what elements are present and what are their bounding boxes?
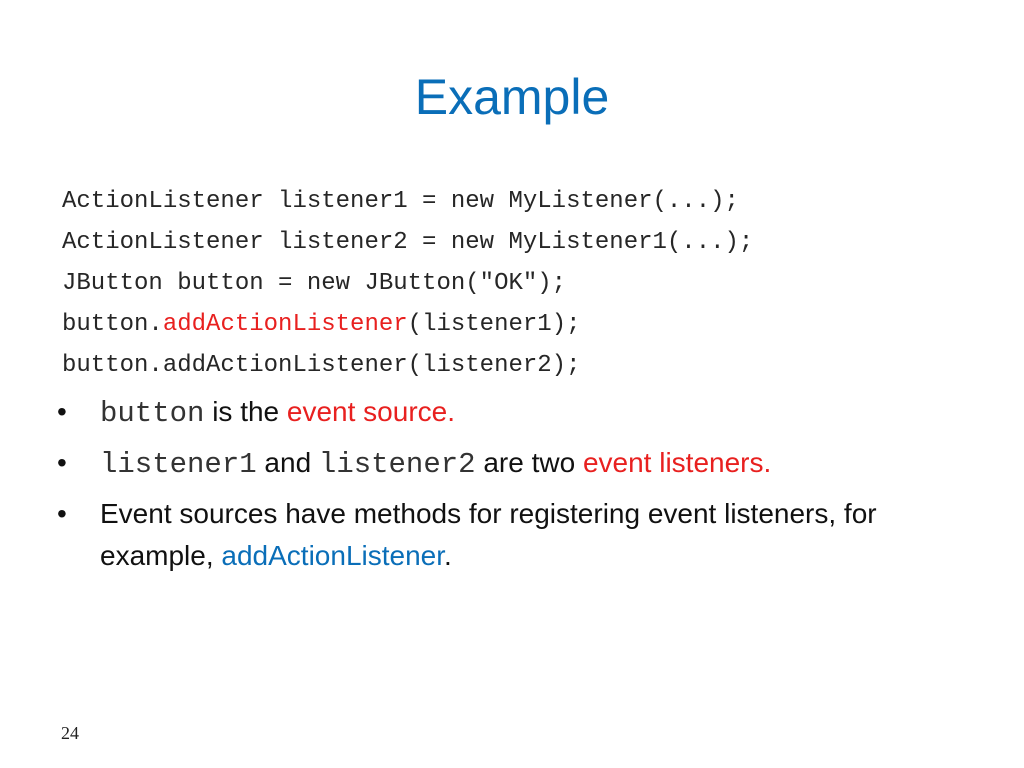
code-highlight: addActionListener <box>162 311 408 338</box>
code-line: JButton button = new JButton("OK"); <box>62 270 567 297</box>
bullet-item: • Event sources have methods for registe… <box>57 493 987 577</box>
code-block: ActionListener listener1 = new MyListene… <box>62 181 753 386</box>
bullet-text: is the <box>204 396 287 427</box>
code-term: listener2 <box>318 448 476 481</box>
code-line: button.addActionListener(listener2); <box>62 352 581 379</box>
highlight-text: addActionListener <box>221 540 445 571</box>
page-number: 24 <box>61 723 79 743</box>
code-term: listener1 <box>100 448 257 481</box>
bullet-item: • listener1 and listener2 are two event … <box>57 442 987 486</box>
code-line: ActionListener listener1 = new MyListene… <box>62 188 739 215</box>
code-line: button.addActionListener(listener1); <box>62 304 753 345</box>
bullet-list: • button is the event source. • listener… <box>57 391 987 584</box>
bullet-text: Event sources have methods for registeri… <box>100 498 877 571</box>
bullet-marker: • <box>57 447 67 478</box>
slide-title: Example <box>414 69 610 125</box>
highlight-text: event listeners. <box>582 447 772 478</box>
code-term: button <box>100 397 205 430</box>
highlight-text: event source. <box>286 396 456 427</box>
bullet-item: • button is the event source. <box>57 391 987 435</box>
bullet-marker: • <box>57 498 67 529</box>
bullet-suffix: . <box>444 540 452 571</box>
bullet-text: are two <box>475 447 583 478</box>
bullet-marker: • <box>57 396 67 427</box>
code-prefix: button. <box>62 311 163 338</box>
code-suffix: (listener1); <box>407 311 581 338</box>
bullet-text: and <box>256 447 319 478</box>
code-line: ActionListener listener2 = new MyListene… <box>62 229 754 256</box>
